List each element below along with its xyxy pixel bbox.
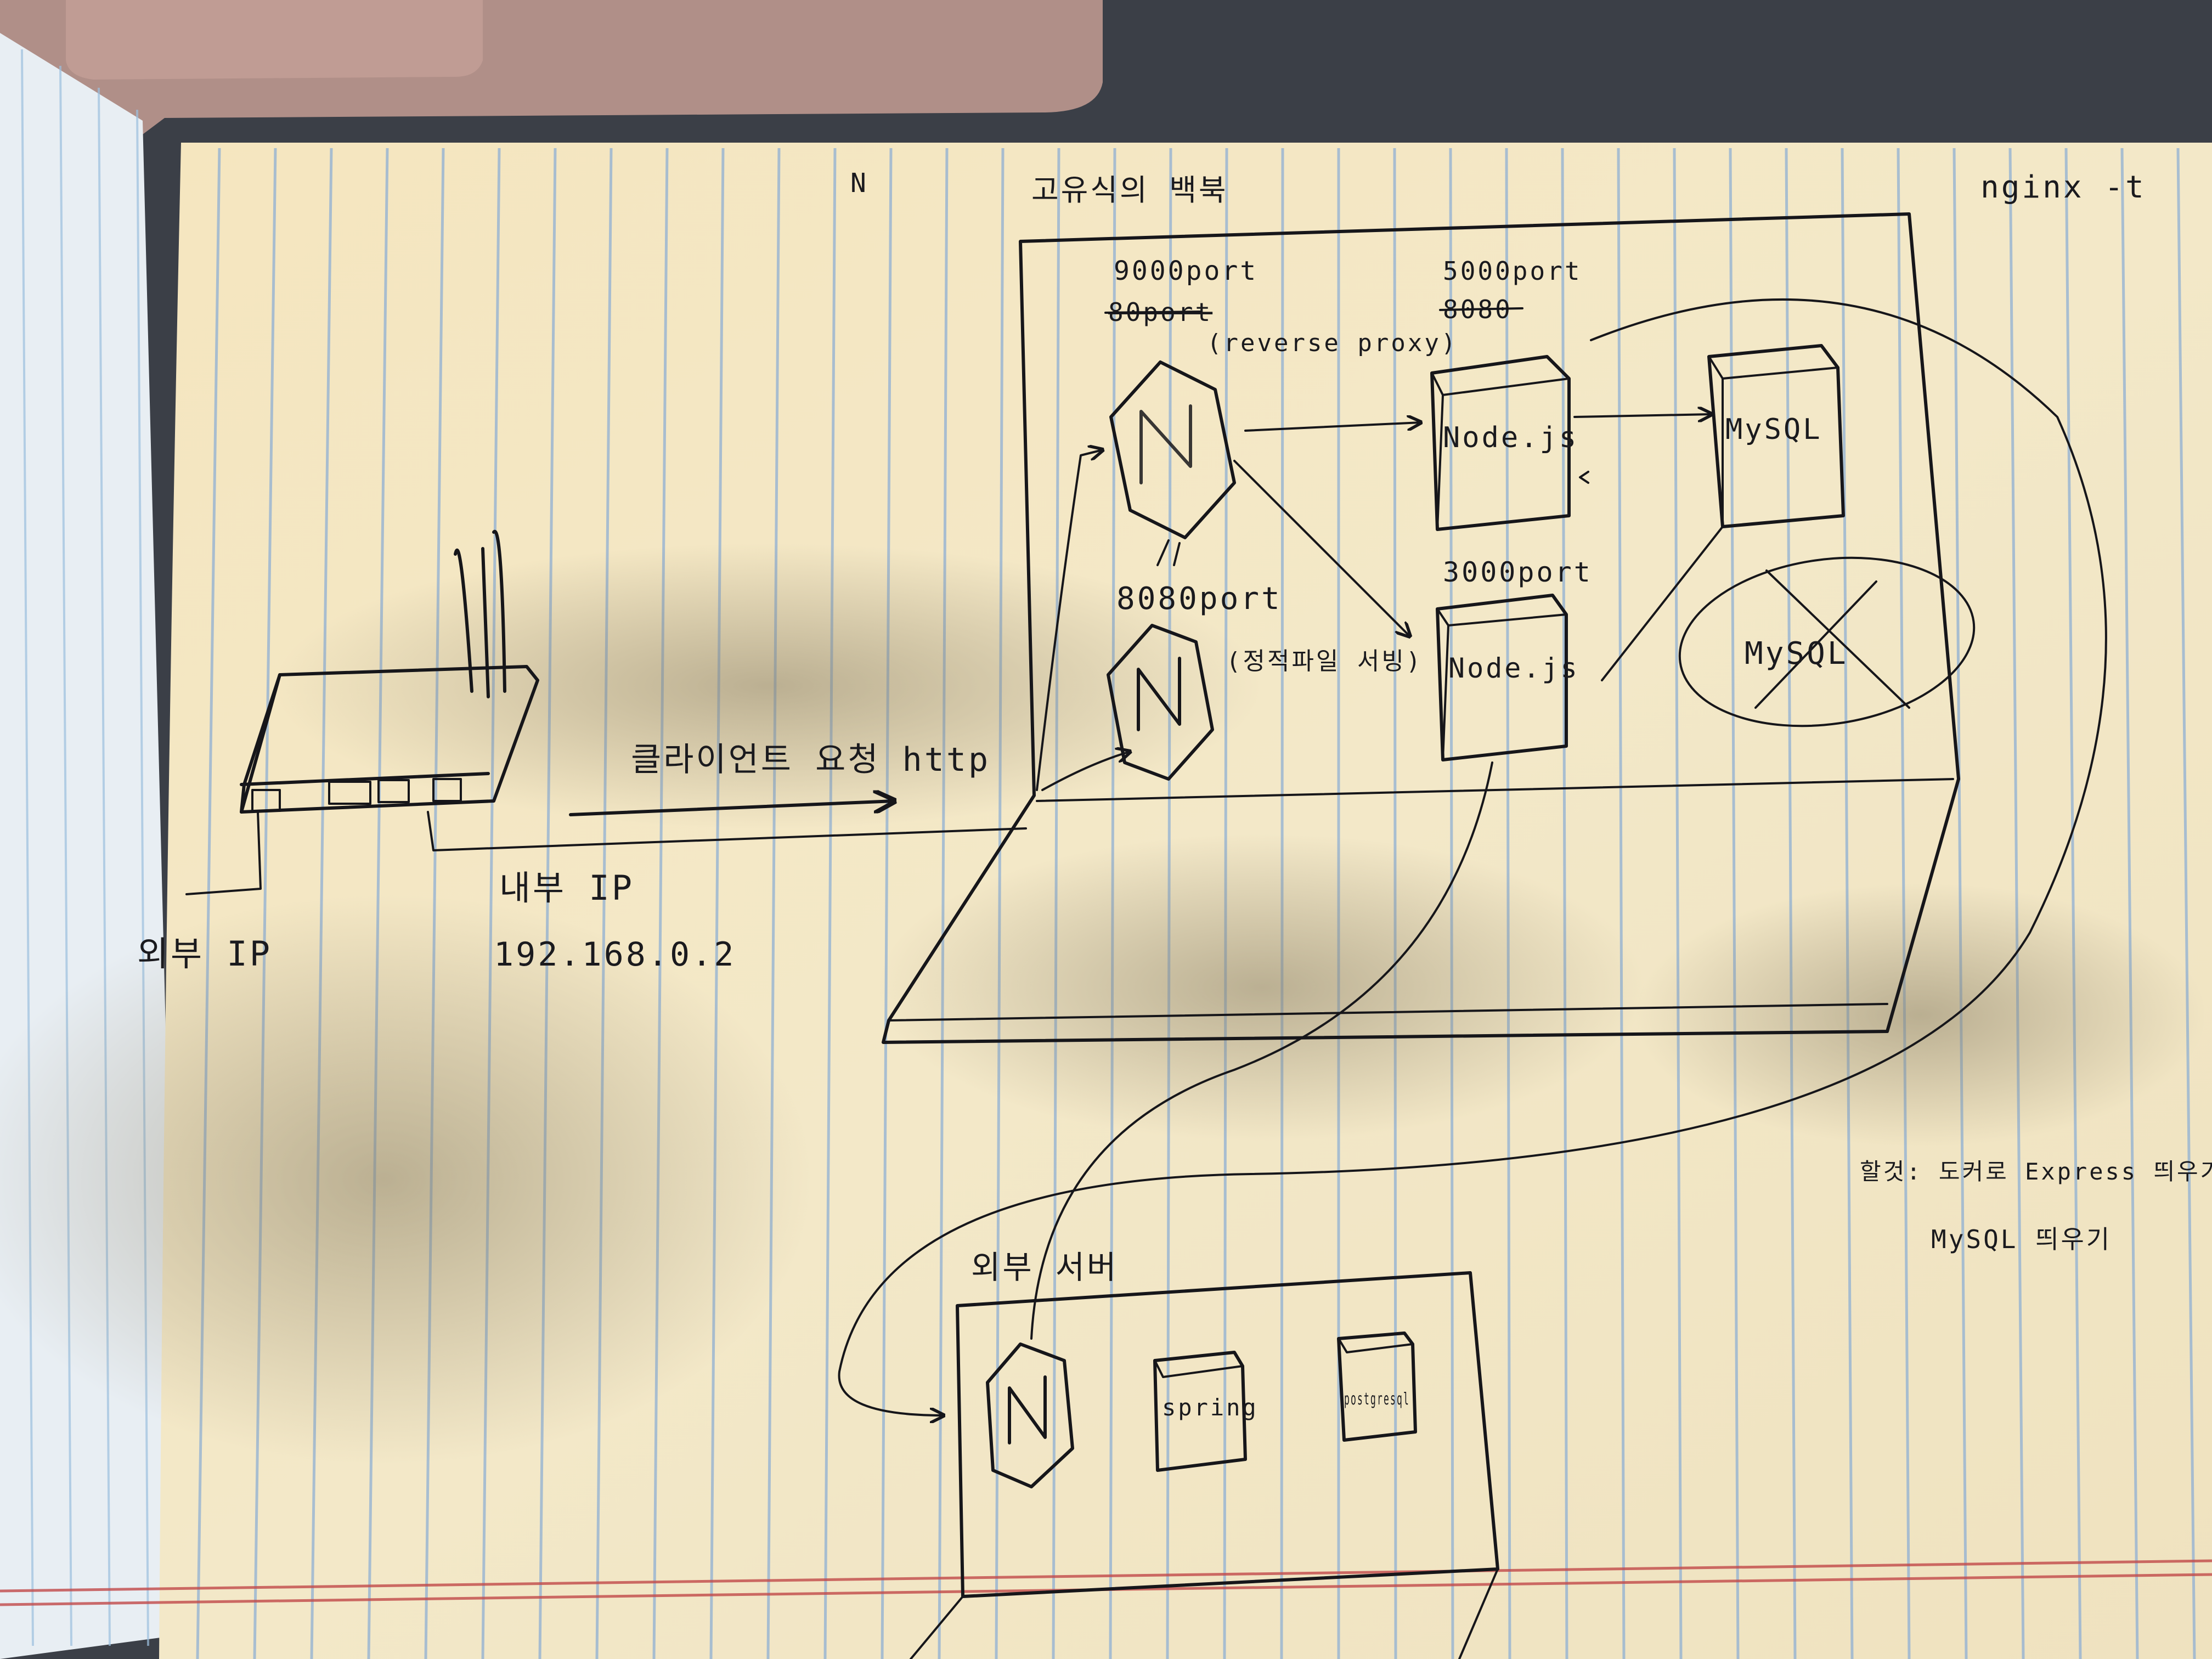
crossed-mysql-label: MySQL: [1745, 636, 1848, 672]
external-ip-label: 외부 IP: [137, 934, 272, 974]
ruling-line: [652, 148, 669, 1659]
node1-old-port-strike: [1439, 307, 1523, 311]
external-server-title: 외부 서버: [971, 1249, 1118, 1286]
node1-return-tick: [1579, 471, 1589, 484]
proxy-to-node2-arrow: [1233, 460, 1410, 636]
top-center-mark: N: [850, 168, 868, 199]
spring-box-icon: [1153, 1351, 1247, 1472]
left-page-rules: [21, 49, 149, 1646]
node2-server-box-icon: [1436, 594, 1568, 761]
top-right-note: nginx -t: [1980, 170, 2146, 205]
ruling-line: [881, 148, 893, 1659]
proxy-port-label: 9000port: [1114, 256, 1258, 286]
hand-shadow-3: [878, 834, 1646, 1141]
ruling-line: [2120, 148, 2139, 1659]
nginx-logo-icon: [1109, 360, 1236, 566]
hand-shadow-4: [1635, 883, 2205, 1147]
proxy-old-port-strike: [1104, 311, 1203, 314]
static-port-label: 8080port: [1116, 581, 1282, 617]
laptop-trackpad-edge: [66, 0, 483, 80]
mysql-label: MySQL: [1725, 413, 1822, 446]
request-label: 클라이언트 요청 http: [631, 741, 990, 779]
internal-ip-value: 192.168.0.2: [494, 935, 736, 974]
node1-server-box-icon: [1430, 355, 1571, 531]
proxy-role: (reverse proxy): [1207, 329, 1458, 357]
request-arrow: [569, 801, 894, 816]
node2-label: Node.js: [1448, 652, 1579, 684]
crossed-database-icon: [1601, 526, 1976, 727]
node1-label: Node.js: [1443, 421, 1578, 454]
route-to-static: [1041, 752, 1130, 791]
nginx-static-icon: [1107, 624, 1214, 781]
internal-ip-label: 내부 IP: [499, 868, 634, 908]
page-title: 고유식의 백북: [1031, 173, 1228, 207]
external-nginx-icon: [986, 1342, 1074, 1488]
static-role: (정적파일 서빙): [1226, 647, 1423, 675]
spring-label: spring: [1162, 1394, 1259, 1421]
hand-shadow: [0, 894, 812, 1465]
todo-line-1: 할것: 도커로 Express 띄우기: [1860, 1158, 2212, 1185]
ruling-line: [1617, 148, 1626, 1659]
router-icon: [185, 529, 1027, 895]
red-margin-line: [0, 1559, 2212, 1593]
home-server-outline: [882, 212, 1960, 1044]
ruling-line: [1673, 148, 1683, 1659]
postgres-box-icon: [1337, 1331, 1417, 1442]
connection-curve-2: [1030, 761, 1493, 1340]
ruling-line: [766, 148, 781, 1659]
postgres-label: postgresql: [1344, 1390, 1410, 1409]
ruling-line: [2176, 148, 2196, 1659]
database-box-icon: [1707, 344, 1845, 528]
home-server-base-line: [888, 778, 1954, 1022]
todo-line-2: MySQL 띄우기: [1931, 1224, 2112, 1254]
hand-shadow-2: [274, 543, 1262, 828]
connection-curve: [838, 298, 2107, 1415]
node1-to-mysql-arrow: [1573, 414, 1712, 417]
route-to-proxy: [1036, 450, 1103, 791]
ruling-line: [1729, 148, 1740, 1659]
ruling-line: [709, 148, 725, 1659]
ruling-line: [2064, 148, 2082, 1659]
external-server-legs: [910, 1568, 1499, 1659]
proxy-to-node1-arrow: [1244, 422, 1421, 432]
node2-port-label: 3000port: [1443, 556, 1593, 588]
node1-port-label: 5000port: [1443, 256, 1582, 286]
ruling-line: [823, 148, 837, 1659]
